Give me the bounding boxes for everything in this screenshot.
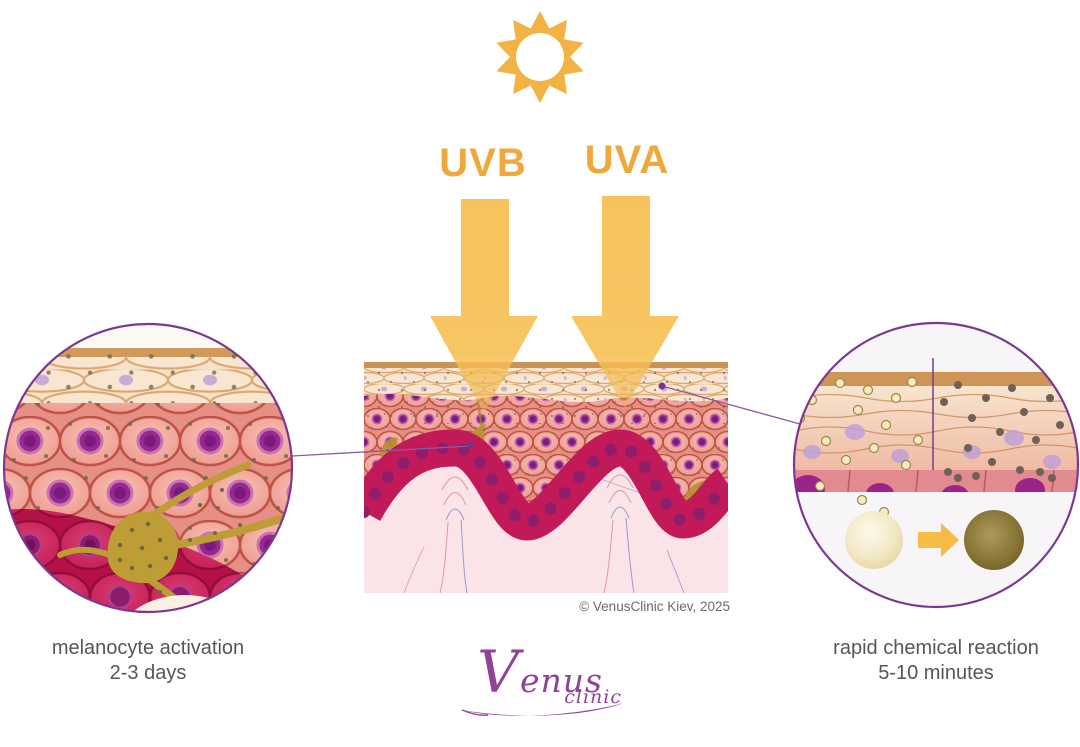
right-caption: rapid chemical reaction 5-10 minutes bbox=[796, 636, 1076, 686]
right-circle-border bbox=[792, 321, 1080, 609]
uva-label: UVA bbox=[584, 138, 670, 182]
callout-connectors bbox=[291, 382, 801, 457]
melanin-sphere-dark bbox=[964, 510, 1024, 570]
skin-cross-section bbox=[364, 362, 728, 593]
left-caption-line2: 2-3 days bbox=[109, 662, 187, 684]
logo-suffix-text: clinic bbox=[564, 686, 622, 708]
copyright-text: © VenusClinic Kiev, 2025 bbox=[579, 599, 730, 614]
venus-clinic-logo: Venus clinic bbox=[440, 638, 640, 722]
right-caption-line2: 5-10 minutes bbox=[878, 662, 994, 684]
uvb-label: UVB bbox=[439, 141, 527, 185]
sun-icon bbox=[496, 11, 584, 103]
left-caption-line1: melanocyte activation bbox=[51, 637, 245, 659]
right-zoom-circle bbox=[794, 323, 1078, 607]
reaction-arrow-icon bbox=[918, 523, 959, 557]
uvb-arrow-icon bbox=[430, 199, 538, 413]
left-circle-border bbox=[2, 322, 294, 614]
logo-swash-icon bbox=[461, 703, 624, 716]
logo-brand-text: Venus bbox=[477, 638, 603, 706]
melanin-sphere-light bbox=[845, 511, 903, 569]
melanocyte-icon bbox=[57, 461, 292, 612]
uva-arrow-icon bbox=[571, 196, 679, 408]
left-zoom-circle bbox=[4, 324, 292, 612]
right-caption-line1: rapid chemical reaction bbox=[833, 637, 1039, 659]
left-caption: melanocyte activation 2-3 days bbox=[8, 636, 288, 686]
melanin-dark-dots bbox=[940, 381, 1064, 482]
